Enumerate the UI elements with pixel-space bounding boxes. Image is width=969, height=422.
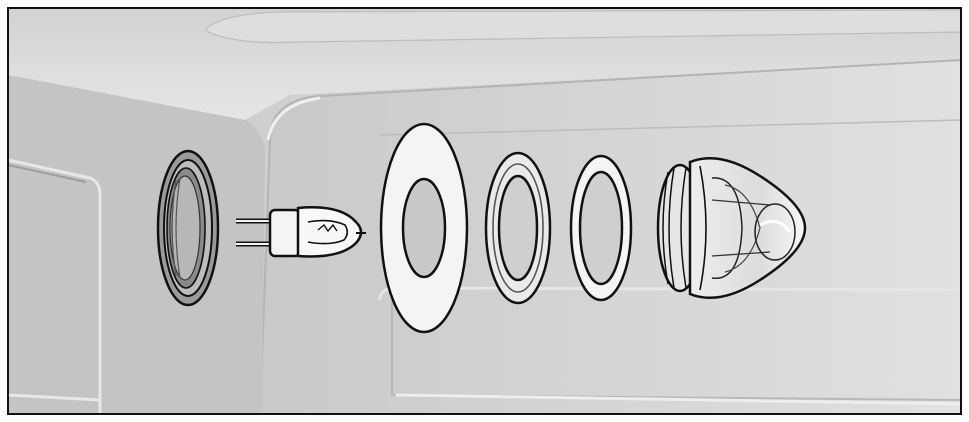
lamp-socket-housing: [158, 151, 218, 305]
thin-seal-ring: [571, 156, 631, 300]
flat-gasket: [381, 124, 467, 332]
seal-ring: [486, 153, 550, 303]
oven-cavity: [8, 8, 961, 414]
